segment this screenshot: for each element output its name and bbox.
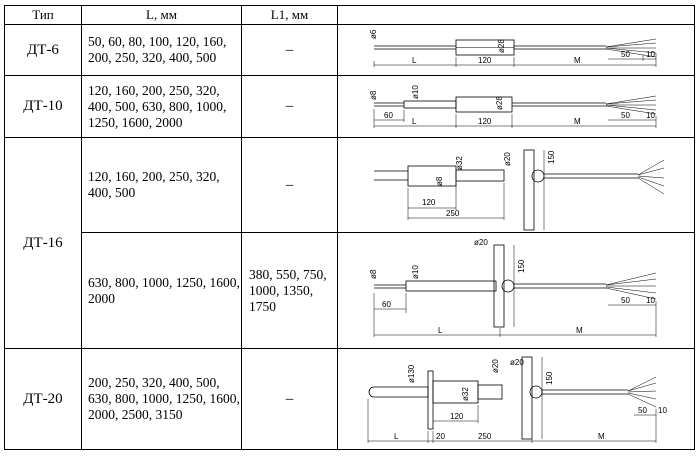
drawing-cell: ø6 ø28 L 120 M 50 10 xyxy=(337,24,695,76)
l-values-cell: 630, 800, 1000, 1250, 1600, 2000 xyxy=(81,232,242,349)
dim-d2: ø28 xyxy=(497,39,506,53)
dim-a: 60 xyxy=(382,300,391,309)
l-values-cell: 120, 160, 200, 250, 320, 400, 500 xyxy=(81,137,242,233)
type-cell: ДТ-6 xyxy=(4,24,82,76)
dim-a: 120 xyxy=(422,198,436,207)
dim-f: 10 xyxy=(646,111,655,120)
dim-c: 120 xyxy=(478,117,492,126)
dim-d1: ø6 xyxy=(369,29,378,39)
l1-values-cell: – xyxy=(241,348,338,450)
dim-c: M xyxy=(574,56,581,65)
drawing-dt6: ø6 ø28 L 120 M 50 10 xyxy=(369,29,657,67)
dim-g: 150 xyxy=(545,371,554,385)
dim-c: M xyxy=(576,326,583,335)
dim-d1: ø8 xyxy=(435,176,444,186)
header-type: Тип xyxy=(4,5,82,25)
dim-d: 250 xyxy=(478,432,492,441)
dim-e: 10 xyxy=(646,50,655,59)
dim-a: 60 xyxy=(384,111,393,120)
header-l1: L1, мм xyxy=(241,5,338,25)
dim-d1: ø8 xyxy=(369,90,378,100)
dim-d1: ø130 xyxy=(407,364,416,383)
dim-h: 10 xyxy=(658,406,667,415)
dim-d: M xyxy=(574,117,581,126)
dim-d2: ø10 xyxy=(411,265,420,279)
l1-values-cell: 380, 550, 750, 1000, 1350, 1750 xyxy=(241,232,338,349)
dim-b: 250 xyxy=(446,209,460,218)
type-cell: ДТ-10 xyxy=(4,75,82,138)
dim-e: M xyxy=(598,432,605,441)
type-cell: ДТ-16 xyxy=(4,137,82,349)
dim-d2: ø32 xyxy=(455,156,464,170)
l1-values-cell: – xyxy=(241,24,338,76)
dim-c: 150 xyxy=(547,150,556,164)
dim-b: L xyxy=(394,432,399,441)
dim-e: 50 xyxy=(621,111,630,120)
table-row: ДТ-20 200, 250, 320, 400, 500, 630, 800,… xyxy=(4,348,695,450)
dim-a: L xyxy=(412,56,417,65)
dim-d2: ø32 xyxy=(461,387,470,401)
dim-a: 120 xyxy=(450,412,464,421)
drawing-cell: ø8 ø10 ø28 60 L 120 M 50 10 xyxy=(337,75,695,138)
drawing-cell: ø130 ø32 ø20 ø20 120 L 20 250 M 50 150 1… xyxy=(337,348,695,450)
type-cell: ДТ-20 xyxy=(4,348,82,450)
dim-d4: ø20 xyxy=(510,358,524,367)
drawing-dt16a: ø8 ø32 ø20 120 250 150 xyxy=(374,149,665,231)
dim-c: 20 xyxy=(436,432,445,441)
header-row: Тип L, мм L1, мм xyxy=(4,5,695,25)
dim-d: 150 xyxy=(517,259,526,273)
dim-d2: ø10 xyxy=(411,85,420,99)
table-row: ДТ-6 50, 60, 80, 100, 120, 160, 200, 250… xyxy=(4,24,695,76)
dim-d3: ø20 xyxy=(474,238,488,247)
dim-d1: ø8 xyxy=(369,269,378,279)
l-values-cell: 50, 60, 80, 100, 120, 160, 200, 250, 320… xyxy=(81,24,242,76)
dim-f: 10 xyxy=(646,296,655,305)
table-row: 630, 800, 1000, 1250, 1600, 2000 380, 55… xyxy=(5,232,695,349)
l-values-cell: 120, 160, 200, 250, 320, 400, 500, 630, … xyxy=(81,75,242,138)
l-values-cell: 200, 250, 320, 400, 500, 630, 800, 1000,… xyxy=(81,348,242,450)
dim-b: 120 xyxy=(478,56,492,65)
table-row: ДТ-16 120, 160, 200, 250, 320, 400, 500 … xyxy=(4,137,695,349)
drawing-cell: ø8 ø10 ø20 60 L M 150 50 10 xyxy=(337,232,695,349)
dim-d3: ø20 xyxy=(503,152,512,166)
drawing-cell: ø8 ø32 ø20 120 250 150 xyxy=(337,137,695,233)
drawing-dt20: ø130 ø32 ø20 ø20 120 L 20 250 M 50 150 1… xyxy=(367,356,667,443)
drawing-dt10: ø8 ø10 ø28 60 L 120 M 50 10 xyxy=(369,85,657,128)
l1-values-cell: – xyxy=(241,75,338,138)
dim-d: 50 xyxy=(621,50,630,59)
dim-b: L xyxy=(438,326,443,335)
header-drawing xyxy=(337,5,695,25)
dim-d3: ø20 xyxy=(491,359,500,373)
dim-b: L xyxy=(412,117,417,126)
dim-e: 50 xyxy=(621,296,630,305)
dim-d3: ø28 xyxy=(495,96,504,110)
drawing-dt16b: ø8 ø10 ø20 60 L M 150 50 10 xyxy=(369,238,657,337)
l1-values-cell: – xyxy=(241,137,338,233)
table-row: ДТ-10 120, 160, 200, 250, 320, 400, 500,… xyxy=(4,75,695,138)
spec-table: Тип L, мм L1, мм ДТ-6 50, 60, 80, 100, 1… xyxy=(4,5,695,450)
dim-f: 50 xyxy=(638,406,647,415)
header-l: L, мм xyxy=(81,5,242,25)
